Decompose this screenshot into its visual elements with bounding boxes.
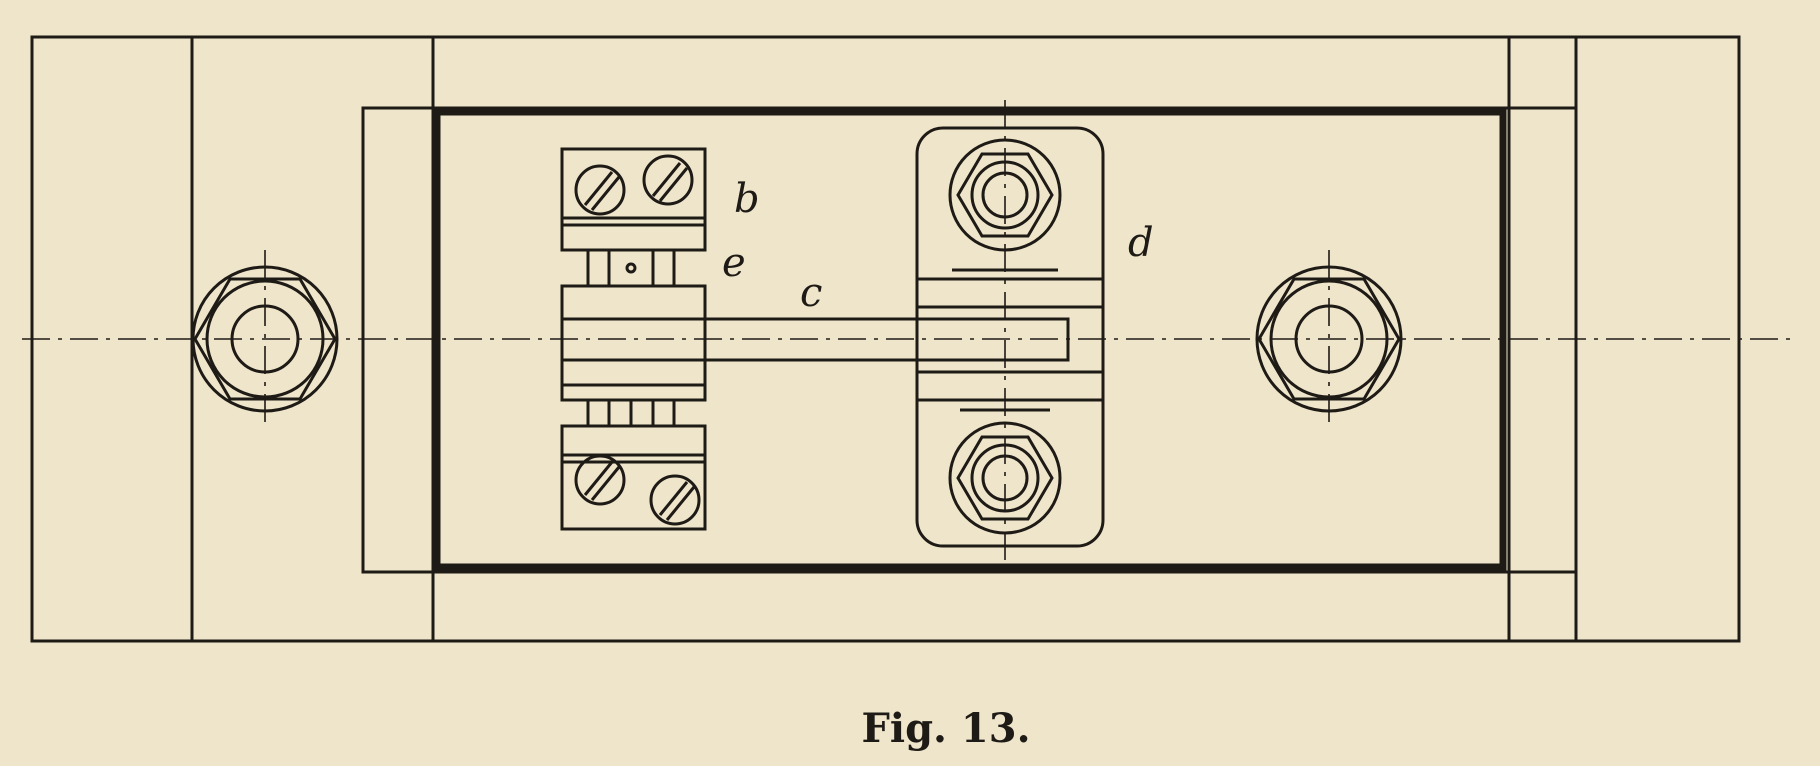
hub-block bbox=[560, 284, 707, 402]
bracket-d bbox=[915, 100, 1105, 570]
figure-caption: Fig. 13. bbox=[861, 705, 1030, 752]
clamp-block-b bbox=[560, 147, 707, 252]
inner-plate bbox=[433, 108, 1507, 571]
label-b: b bbox=[734, 176, 760, 222]
rod-c bbox=[560, 317, 1070, 362]
label-c: c bbox=[800, 270, 822, 316]
left-nut bbox=[191, 250, 339, 430]
label-d: d bbox=[1128, 220, 1154, 266]
label-e: e bbox=[722, 240, 746, 286]
right-nut bbox=[1255, 250, 1403, 430]
clamp-block-lower bbox=[560, 424, 707, 531]
